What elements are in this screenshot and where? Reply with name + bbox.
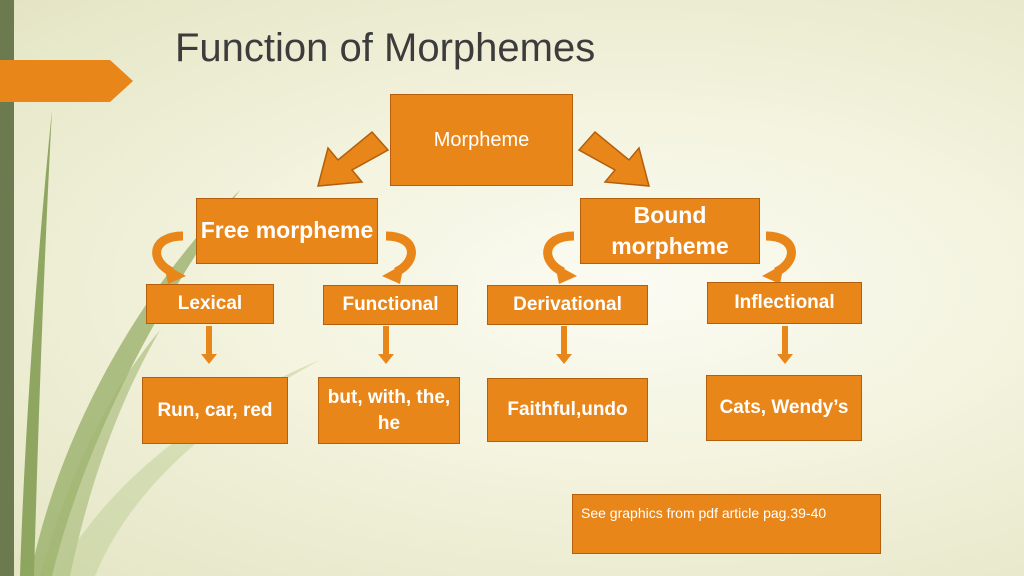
free-morpheme-node: Free morpheme <box>196 198 378 264</box>
inflectional-label: Inflectional <box>734 292 835 314</box>
lexical-node: Lexical <box>146 284 274 324</box>
lexical-examples-label: Run, car, red <box>157 399 273 421</box>
down-arrow-functional <box>378 326 394 364</box>
morpheme-root-node: Morpheme <box>390 94 573 186</box>
inflectional-node: Inflectional <box>707 282 862 324</box>
derivational-examples-node: Faithful,undo <box>487 378 648 442</box>
arrow-to-bound-morpheme <box>577 130 650 187</box>
down-arrow-derivational <box>556 326 572 364</box>
curved-arrow-functional <box>382 231 416 284</box>
functional-examples-node: but, with, the, he <box>318 377 460 444</box>
reference-note: See graphics from pdf article pag.39-40 <box>572 494 881 554</box>
morpheme-root-label: Morpheme <box>433 129 530 151</box>
bound-morpheme-label: Bound morpheme <box>611 201 729 259</box>
derivational-examples-label: Faithful,undo <box>507 399 628 421</box>
lexical-examples-node: Run, car, red <box>142 377 288 444</box>
down-arrow-lexical <box>201 326 217 364</box>
sidebar-strip <box>0 0 14 576</box>
lexical-label: Lexical <box>177 293 243 315</box>
functional-examples-label: but, with, the, he <box>327 386 451 434</box>
inflectional-examples-label: Cats, Wendy’s <box>719 397 849 419</box>
arrow-to-free-morpheme <box>317 130 390 187</box>
curved-arrow-inflectional <box>762 231 796 284</box>
functional-node: Functional <box>323 285 458 325</box>
inflectional-examples-node: Cats, Wendy’s <box>706 375 862 441</box>
curved-arrow-lexical <box>152 231 186 284</box>
free-morpheme-label: Free morpheme <box>200 217 374 244</box>
derivational-node: Derivational <box>487 285 648 325</box>
slide-title: Function of Morphemes <box>175 26 596 70</box>
functional-label: Functional <box>342 294 439 316</box>
bound-morpheme-node: Bound morpheme <box>580 198 760 264</box>
curved-arrow-derivational <box>543 231 577 284</box>
title-accent-tab <box>0 60 133 102</box>
derivational-label: Derivational <box>513 294 622 316</box>
reference-note-text: See graphics from pdf article pag.39-40 <box>581 505 827 521</box>
down-arrow-inflectional <box>777 326 793 364</box>
